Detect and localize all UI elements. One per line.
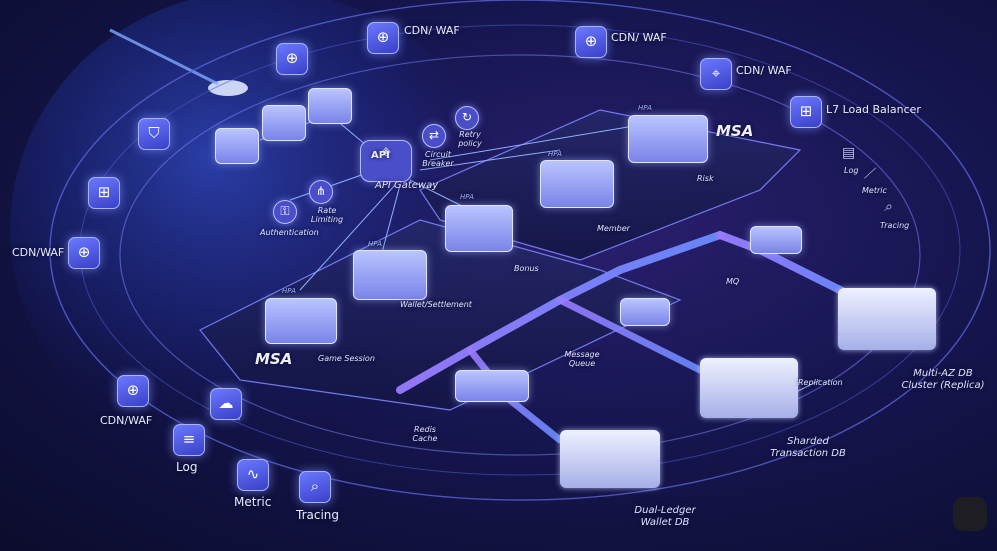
tracing-icon (299, 471, 331, 503)
log-label-right: Log (844, 166, 859, 175)
edge-server-rack-2 (262, 105, 306, 141)
hpa-tag-bonus: HPA (460, 193, 474, 201)
circuit-breaker-icon (422, 124, 446, 148)
circuit-breaker-label: Circuit Breaker (422, 150, 454, 169)
cdn-waf-top-mid-label: CDN/ WAF (611, 31, 667, 44)
log-icon (173, 424, 205, 456)
doc-glyph-right: ▤ (842, 145, 856, 161)
cdn-waf-bottom-label: CDN/WAF (100, 414, 153, 427)
risk-service (628, 115, 708, 163)
member-label: Member (597, 224, 630, 233)
api-glyph: API (371, 150, 390, 161)
mq-label-top: MQ (726, 277, 740, 286)
hpa-tag-member: HPA (548, 150, 562, 158)
cdn-waf-top-left-label: CDN/ WAF (404, 24, 460, 37)
cdn-waf-left-icon (68, 237, 100, 269)
multi-az-db-stack (838, 288, 936, 350)
wallet-settlement-service (353, 250, 427, 300)
wallet-settlement-label: Wallet/Settlement (400, 300, 472, 309)
msa-tray-bottom (199, 219, 682, 411)
edge-server-rack-1 (215, 128, 259, 164)
message-queue-label: Message Queue (564, 350, 600, 369)
api-gateway-label: API Gateway (375, 180, 439, 191)
globe-badge-1-icon (276, 43, 308, 75)
chart-glyph-right: ⟋ (864, 166, 874, 182)
l7-load-balancer-icon (790, 96, 822, 128)
cloud-sync-icon (210, 388, 242, 420)
magnifier-glyph-right: ⌕ (884, 199, 892, 215)
msa-label-bottom: MSA (255, 350, 293, 368)
retry-policy-label: Retry policy (458, 130, 482, 149)
rate-limiting-label: Rate Limiting (310, 206, 344, 225)
retry-icon (455, 106, 479, 130)
tracing-label-left: Tracing (296, 508, 340, 522)
game-session-service (265, 298, 337, 344)
corner-logo (953, 497, 987, 531)
api-gateway-icon (360, 140, 412, 182)
mq-node-mid (620, 298, 670, 326)
globe-badge-2-icon (138, 118, 170, 150)
hpa-tag-risk: HPA (638, 104, 652, 112)
risk-label: Risk (697, 174, 714, 183)
cdn-waf-top-right-icon (700, 58, 732, 90)
redis-cache-label: Redis Cache (412, 425, 438, 444)
edge-server-rack-3 (308, 88, 352, 124)
msa-label-top: MSA (716, 122, 754, 140)
bonus-label: Bonus (514, 264, 539, 273)
share-icon (309, 180, 333, 204)
globe-badge-3-icon (88, 177, 120, 209)
member-service (540, 160, 614, 208)
sharded-transaction-db-stack (700, 358, 798, 418)
cdn-waf-top-mid-icon (575, 26, 607, 58)
redis-cache-node (455, 370, 529, 402)
replication-label: Replication (798, 378, 843, 387)
cdn-waf-left-label: CDN/WAF (12, 246, 65, 259)
hpa-tag-game-session: HPA (282, 287, 296, 295)
game-session-label: Game Session (318, 354, 375, 363)
log-label-left: Log (176, 460, 198, 474)
multi-az-db-label: Multi-AZ DB Cluster (Replica) (901, 368, 985, 391)
cdn-waf-top-right-label: CDN/ WAF (736, 64, 792, 77)
dual-ledger-db-stack (560, 430, 660, 488)
metric-icon (237, 459, 269, 491)
cdn-waf-bottom-icon (117, 375, 149, 407)
metric-label-right: Metric (862, 186, 887, 195)
bonus-service (445, 205, 513, 252)
dual-ledger-wallet-db-label: Dual-Ledger Wallet DB (634, 505, 696, 528)
cdn-waf-top-left-icon (367, 22, 399, 54)
sharded-transaction-db-label: Sharded Transaction DB (770, 436, 846, 459)
mq-node-top (750, 226, 802, 254)
authentication-label: Authentication (260, 228, 319, 237)
tracing-label-right: Tracing (880, 221, 910, 230)
l7-load-balancer-label: L7 Load Balancer (826, 103, 921, 116)
metric-label-left: Metric (234, 495, 272, 509)
hpa-tag-wallet: HPA (368, 240, 382, 248)
lock-icon (273, 200, 297, 224)
